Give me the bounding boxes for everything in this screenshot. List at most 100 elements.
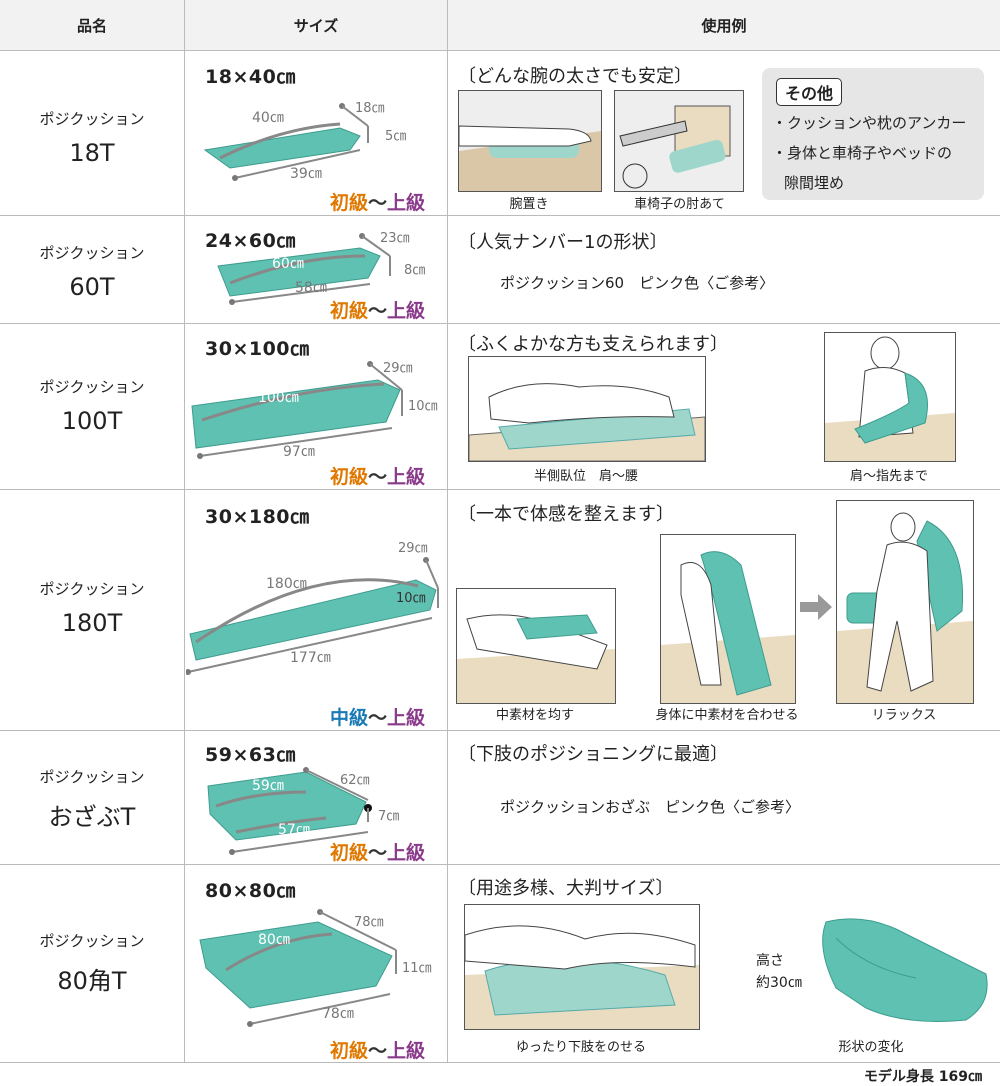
product-name-18t: ポジクッション 18T bbox=[0, 108, 184, 167]
other-use-item: 隙間埋め bbox=[784, 174, 845, 192]
height-note-label: 高さ bbox=[756, 953, 784, 969]
pillow-diagram-18t: 40㎝ 18㎝ 5㎝ 39㎝ bbox=[203, 101, 406, 182]
grid-line bbox=[0, 323, 1000, 324]
dimension-arrow bbox=[195, 578, 419, 644]
photo-wheelchair bbox=[614, 90, 744, 192]
level-to: 上級 bbox=[387, 300, 426, 322]
product-name-80kaku-t: ポジクッション 80角T bbox=[0, 930, 184, 996]
dimension-line bbox=[341, 105, 369, 127]
dim-length-top: 100㎝ bbox=[258, 390, 299, 406]
product-model-label: 18T bbox=[69, 139, 115, 167]
illustration bbox=[661, 535, 795, 703]
other-uses-tag: その他 bbox=[776, 78, 843, 106]
dimension-line bbox=[231, 283, 371, 303]
example-title-100t: 〔ふくよかな方も支えられます〕 bbox=[458, 334, 728, 355]
pillow-shape bbox=[189, 579, 437, 661]
example-title-60t: 〔人気ナンバー1の形状〕 bbox=[458, 232, 668, 253]
product-name-180t: ポジクッション 180T bbox=[0, 578, 184, 637]
dimension-arrow bbox=[219, 122, 341, 160]
level-to: 上級 bbox=[387, 707, 426, 729]
model-height-note: モデル身長 169㎝ bbox=[863, 1069, 982, 1085]
dimension-line bbox=[231, 831, 369, 853]
header-product-name: 品名 bbox=[0, 0, 184, 50]
pillow-shape bbox=[191, 379, 401, 449]
illustration bbox=[465, 905, 699, 1029]
dimension-line bbox=[199, 427, 393, 457]
dimension-arrow bbox=[201, 382, 385, 422]
caption-even-out: 中素材を均す bbox=[495, 708, 574, 723]
dim-height: 11㎝ bbox=[402, 961, 432, 976]
example-title-18t: 〔どんな腕の太さでも安定〕 bbox=[458, 66, 692, 87]
illustration bbox=[825, 333, 955, 461]
dim-width: 18㎝ bbox=[355, 101, 385, 116]
pillow-diagram-80kaku-t: 80㎝ 78㎝ 11㎝ 78㎝ bbox=[199, 909, 432, 1027]
dimension-line bbox=[249, 993, 391, 1025]
pillow-shape-change-illustration bbox=[822, 918, 988, 1022]
dim-length-top: 80㎝ bbox=[258, 932, 290, 948]
level-sep: 〜 bbox=[368, 192, 388, 214]
level-range-100t: 初級〜上級 bbox=[330, 462, 425, 489]
pillow-shape bbox=[199, 921, 393, 1009]
other-uses-box: その他 ・クッションや枕のアンカー ・身体と車椅子やベッドの 隙間埋め bbox=[762, 68, 984, 200]
pillow-diagram-ozabu-t: 59㎝ 62㎝ 7㎝ 57㎝ bbox=[207, 767, 399, 855]
illustration bbox=[469, 357, 705, 461]
product-series-label: ポジクッション bbox=[39, 580, 145, 598]
dim-height: 5㎝ bbox=[385, 129, 406, 144]
other-use-item: ・身体と車椅子やベッドの bbox=[772, 144, 953, 162]
pillow-diagram-180t: 180㎝ 29㎝ 10㎝ 177㎝ bbox=[186, 541, 439, 675]
grid-line bbox=[0, 864, 1000, 865]
level-from: 中級 bbox=[330, 707, 369, 729]
grid-line bbox=[0, 1062, 1000, 1063]
level-sep: 〜 bbox=[368, 707, 388, 729]
example-title-180t: 〔一本で体感を整えます〕 bbox=[458, 504, 674, 525]
product-name-ozabu-t: ポジクッション おざぶT bbox=[0, 766, 184, 832]
caption-shoulder-fingertips: 肩〜指先まで bbox=[849, 469, 928, 484]
dim-height: 10㎝ bbox=[396, 591, 426, 606]
dim-width: 29㎝ bbox=[383, 361, 413, 376]
header-size: サイズ bbox=[185, 0, 447, 50]
caption-shape-change: 形状の変化 bbox=[838, 1040, 904, 1055]
level-to: 上級 bbox=[387, 466, 426, 488]
product-model-label: 180T bbox=[61, 609, 123, 637]
dimension-arrow bbox=[235, 816, 327, 834]
dim-length-top: 40㎝ bbox=[252, 110, 284, 126]
size-label-18t: 18×40㎝ bbox=[205, 66, 296, 88]
pillow-shape bbox=[217, 247, 381, 297]
dim-height: 7㎝ bbox=[378, 809, 399, 824]
reference-note-60t: ポジクッション60 ピンク色〈ご参考〉 bbox=[500, 274, 775, 292]
dim-length-top: 180㎝ bbox=[266, 576, 307, 592]
level-from: 初級 bbox=[330, 1040, 369, 1062]
dim-width: 29㎝ bbox=[398, 541, 428, 556]
size-label-60t: 24×60㎝ bbox=[205, 230, 296, 252]
dimension-dot bbox=[197, 453, 203, 459]
pillow-shape bbox=[203, 127, 361, 169]
level-from: 初級 bbox=[330, 466, 369, 488]
dimension-dot bbox=[229, 849, 235, 855]
caption-arm-rest: 腕置き bbox=[509, 197, 549, 212]
size-label-100t: 30×100㎝ bbox=[205, 338, 310, 360]
photo-relax bbox=[836, 500, 974, 704]
product-series-label: ポジクッション bbox=[39, 768, 145, 786]
product-series-label: ポジクッション bbox=[39, 110, 145, 128]
level-from: 初級 bbox=[330, 842, 369, 864]
dimension-dot bbox=[229, 299, 235, 305]
caption-legs-rest: ゆったり下肢をのせる bbox=[515, 1040, 646, 1055]
illustration bbox=[457, 589, 615, 703]
dim-length-bottom: 177㎝ bbox=[290, 650, 331, 666]
pillow-diagram-100t: 100㎝ 29㎝ 10㎝ 97㎝ bbox=[191, 361, 438, 460]
dimension-line bbox=[369, 363, 403, 391]
product-model-label: おざぶT bbox=[48, 803, 136, 831]
level-range-ozabu-t: 初級〜上級 bbox=[330, 838, 425, 865]
dimension-line bbox=[319, 911, 397, 951]
dim-width: 78㎝ bbox=[354, 915, 384, 930]
level-to: 上級 bbox=[387, 192, 426, 214]
dim-height: 8㎝ bbox=[404, 263, 425, 278]
product-name-100t: ポジクッション 100T bbox=[0, 376, 184, 435]
level-sep: 〜 bbox=[368, 1040, 388, 1062]
photo-half-lateral bbox=[468, 356, 706, 462]
level-to: 上級 bbox=[387, 842, 426, 864]
product-model-label: 100T bbox=[61, 407, 123, 435]
dimension-dot bbox=[232, 175, 238, 181]
level-range-18t: 初級〜上級 bbox=[330, 188, 425, 215]
photo-legs-rest bbox=[464, 904, 700, 1030]
